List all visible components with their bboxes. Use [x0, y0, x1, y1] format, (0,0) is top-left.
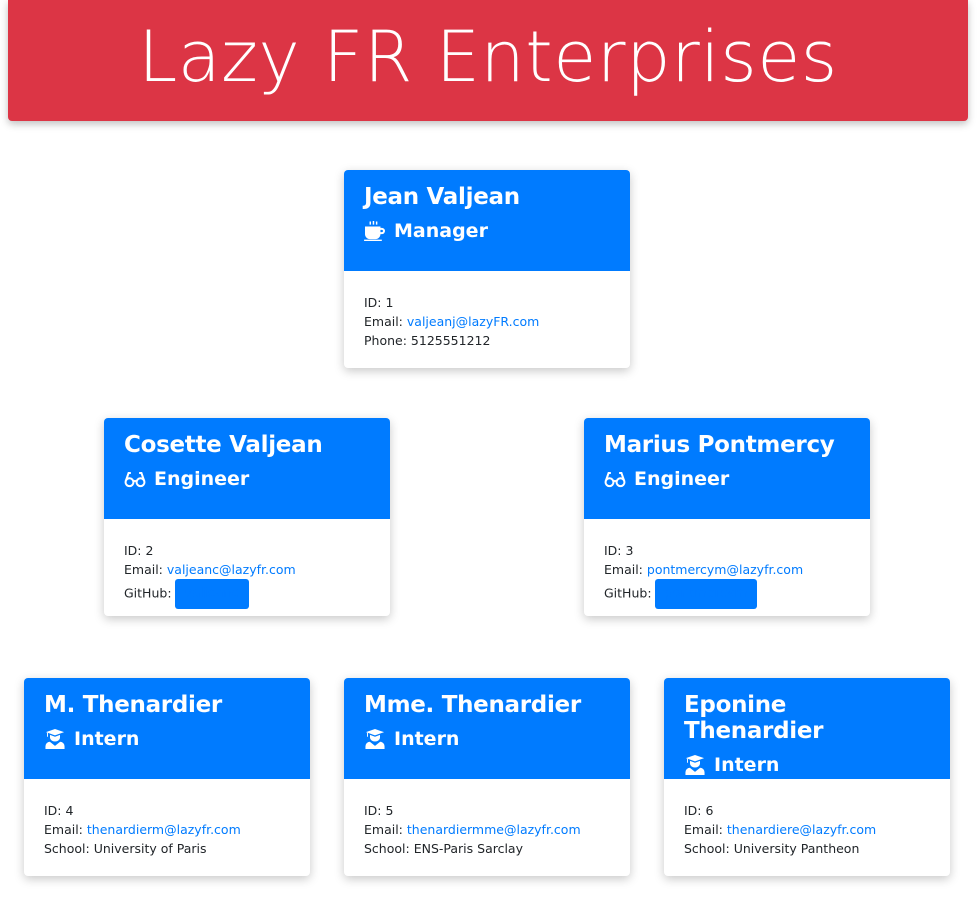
graduate-icon — [685, 755, 705, 775]
employee-email-row: Email: thenardiermme@lazyfr.com — [364, 820, 610, 839]
email-link[interactable]: thenardierm@lazyfr.com — [86, 822, 241, 837]
github-label: GitHub: — [124, 585, 172, 601]
employee-role: Intern — [364, 728, 610, 750]
header-banner: Lazy FR Enterprises — [8, 0, 968, 121]
employee-email-row: Email: valjeanj@lazyFR.com — [364, 312, 610, 331]
employee-role: Manager — [364, 220, 610, 242]
card-body: ID: 3 Email: pontmercym@lazyfr.com GitHu… — [584, 519, 870, 609]
email-label: Email: — [604, 562, 643, 577]
employee-github-row: GitHub:valjeanc — [124, 579, 370, 609]
email-link[interactable]: valjeanc@lazyfr.com — [166, 562, 296, 577]
employee-phone: 5125551212 — [410, 333, 491, 348]
email-link[interactable]: pontmercym@lazyfr.com — [646, 562, 804, 577]
employee-role-label: Intern — [714, 754, 780, 776]
employee-card-intern: Eponine Thenardier Intern ID: 6 Email: t… — [664, 678, 950, 876]
github-button[interactable]: valjeanc — [174, 579, 249, 609]
employee-id-row: ID: 6 — [684, 801, 930, 820]
card-header: Cosette Valjean Engineer — [104, 418, 390, 519]
employee-name: Marius Pontmercy — [604, 432, 835, 458]
card-body: ID: 4 Email: thenardierm@lazyfr.com Scho… — [24, 779, 310, 858]
id-label: ID: — [44, 803, 62, 818]
employee-id: 4 — [65, 803, 74, 818]
glasses-icon — [124, 472, 146, 488]
employee-name: Jean Valjean — [364, 184, 520, 210]
github-button[interactable]: pontmercym — [654, 579, 758, 609]
employee-card-engineer: Marius Pontmercy Engineer ID: 3 Email: p… — [584, 418, 870, 616]
employee-role-label: Intern — [74, 728, 140, 750]
card-body: ID: 1 Email: valjeanj@lazyFR.com Phone: … — [344, 271, 630, 350]
employee-id: 2 — [145, 543, 154, 558]
page-title: Lazy FR Enterprises — [138, 15, 838, 98]
employee-id-row: ID: 1 — [364, 293, 610, 312]
employee-card-engineer: Cosette Valjean Engineer ID: 2 Email: va… — [104, 418, 390, 616]
employee-school: ENS-Paris Sarclay — [413, 841, 523, 856]
employee-id-row: ID: 5 — [364, 801, 610, 820]
id-label: ID: — [124, 543, 142, 558]
card-body: ID: 5 Email: thenardiermme@lazyfr.com Sc… — [344, 779, 630, 858]
employee-role: Engineer — [604, 468, 850, 490]
employee-school: University Pantheon — [733, 841, 860, 856]
employee-id-row: ID: 4 — [44, 801, 290, 820]
employee-role-label: Engineer — [634, 468, 730, 490]
employee-name: M. Thenardier — [44, 692, 222, 718]
id-label: ID: — [684, 803, 702, 818]
employee-id: 1 — [385, 295, 394, 310]
employee-email-row: Email: valjeanc@lazyfr.com — [124, 560, 370, 579]
graduate-icon — [365, 729, 385, 749]
employee-role-label: Intern — [394, 728, 460, 750]
card-header: Eponine Thenardier Intern — [664, 678, 950, 779]
school-label: School: — [684, 841, 730, 856]
card-header: Jean Valjean Manager — [344, 170, 630, 271]
employee-name: Mme. Thenardier — [364, 692, 581, 718]
email-label: Email: — [684, 822, 723, 837]
id-label: ID: — [604, 543, 622, 558]
employee-email-row: Email: thenardierm@lazyfr.com — [44, 820, 290, 839]
employee-phone-row: Phone: 5125551212 — [364, 331, 610, 350]
employee-school-row: School: ENS-Paris Sarclay — [364, 839, 610, 858]
email-link[interactable]: thenardiermme@lazyfr.com — [406, 822, 581, 837]
email-link[interactable]: valjeanj@lazyFR.com — [406, 314, 540, 329]
employee-card-intern: Mme. Thenardier Intern ID: 5 Email: then… — [344, 678, 630, 876]
id-label: ID: — [364, 803, 382, 818]
email-link[interactable]: thenardiere@lazyfr.com — [726, 822, 877, 837]
employee-email-row: Email: pontmercym@lazyfr.com — [604, 560, 850, 579]
school-label: School: — [364, 841, 410, 856]
card-header: Marius Pontmercy Engineer — [584, 418, 870, 519]
employee-id: 5 — [385, 803, 394, 818]
mug-icon — [364, 221, 385, 241]
card-body: ID: 2 Email: valjeanc@lazyfr.com GitHub:… — [104, 519, 390, 609]
employee-school: University of Paris — [93, 841, 207, 856]
card-body: ID: 6 Email: thenardiere@lazyfr.com Scho… — [664, 779, 950, 858]
employee-name: Eponine Thenardier — [684, 692, 824, 744]
employee-github-row: GitHub:pontmercym — [604, 579, 850, 609]
employee-name: Cosette Valjean — [124, 432, 323, 458]
employee-role-label: Engineer — [154, 468, 250, 490]
id-label: ID: — [364, 295, 382, 310]
school-label: School: — [44, 841, 90, 856]
employee-id-row: ID: 3 — [604, 541, 850, 560]
card-header: M. Thenardier Intern — [24, 678, 310, 779]
glasses-icon — [604, 472, 626, 488]
email-label: Email: — [364, 822, 403, 837]
employee-email-row: Email: thenardiere@lazyfr.com — [684, 820, 930, 839]
employee-role: Intern — [684, 754, 930, 776]
employee-card-intern: M. Thenardier Intern ID: 4 Email: thenar… — [24, 678, 310, 876]
email-label: Email: — [44, 822, 83, 837]
employee-id: 6 — [705, 803, 714, 818]
email-label: Email: — [124, 562, 163, 577]
email-label: Email: — [364, 314, 403, 329]
employee-role: Engineer — [124, 468, 370, 490]
graduate-icon — [45, 729, 65, 749]
employee-school-row: School: University of Paris — [44, 839, 290, 858]
employee-role: Intern — [44, 728, 290, 750]
employee-id-row: ID: 2 — [124, 541, 370, 560]
employee-school-row: School: University Pantheon — [684, 839, 930, 858]
github-label: GitHub: — [604, 585, 652, 601]
card-header: Mme. Thenardier Intern — [344, 678, 630, 779]
employee-id: 3 — [625, 543, 634, 558]
employee-card-manager: Jean Valjean Manager ID: 1 Email: valjea… — [344, 170, 630, 368]
phone-label: Phone: — [364, 333, 407, 348]
employee-role-label: Manager — [394, 220, 488, 242]
